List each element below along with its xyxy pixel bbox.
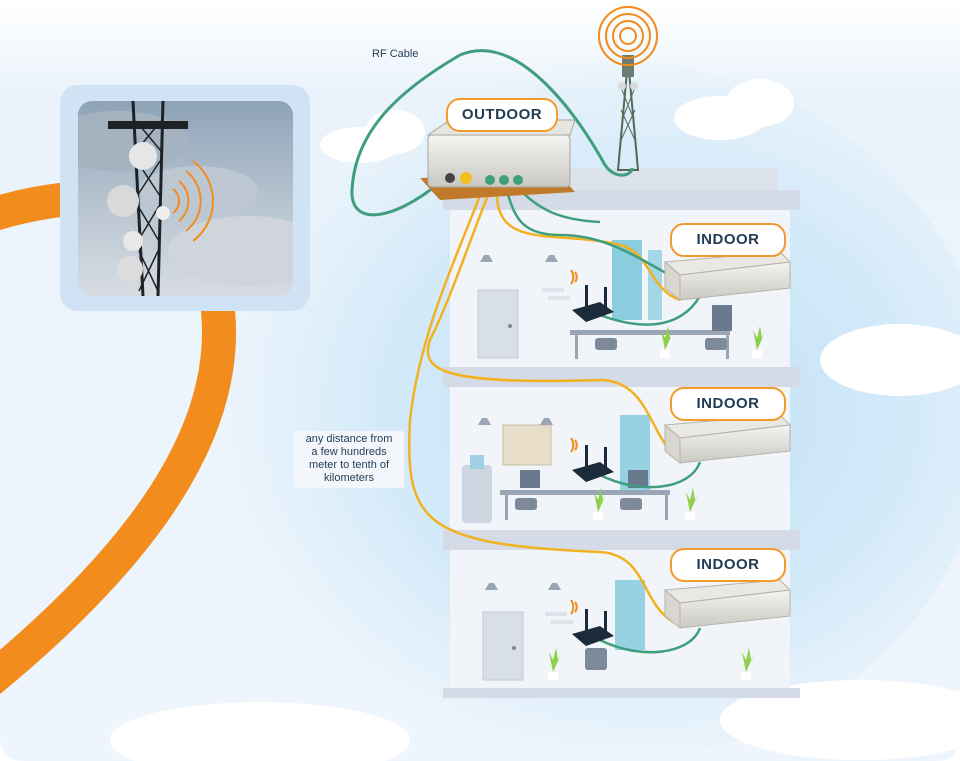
fiber-cables — [408, 194, 681, 627]
distance-line-1: any distance from — [305, 433, 393, 445]
wifi-router-icon — [570, 437, 614, 482]
distance-line-2: a few hundreds — [311, 446, 387, 458]
distance-line-4: kilometers — [323, 472, 375, 484]
router-cables — [506, 189, 702, 654]
wifi-router-icon — [570, 599, 614, 646]
indoor-unit-icon — [663, 251, 792, 302]
wifi-router-icon — [570, 269, 614, 322]
outdoor-label: OUTDOOR — [446, 98, 558, 132]
indoor-label-floor-1: INDOOR — [670, 223, 786, 257]
distance-line-3: meter to tenth of — [308, 459, 390, 471]
indoor-unit-icon — [663, 579, 792, 630]
cell-tower-icon — [598, 6, 658, 171]
rf-cable-label: RF Cable — [372, 48, 419, 60]
indoor-label-floor-3: INDOOR — [670, 548, 786, 582]
outdoor-unit-icon — [420, 119, 576, 200]
tower-photo — [78, 101, 293, 296]
distance-annotation: any distance from a few hundreds meter t… — [294, 431, 404, 488]
rf-cable — [350, 49, 634, 217]
indoor-label-floor-2: INDOOR — [670, 387, 786, 421]
plants — [548, 326, 766, 680]
